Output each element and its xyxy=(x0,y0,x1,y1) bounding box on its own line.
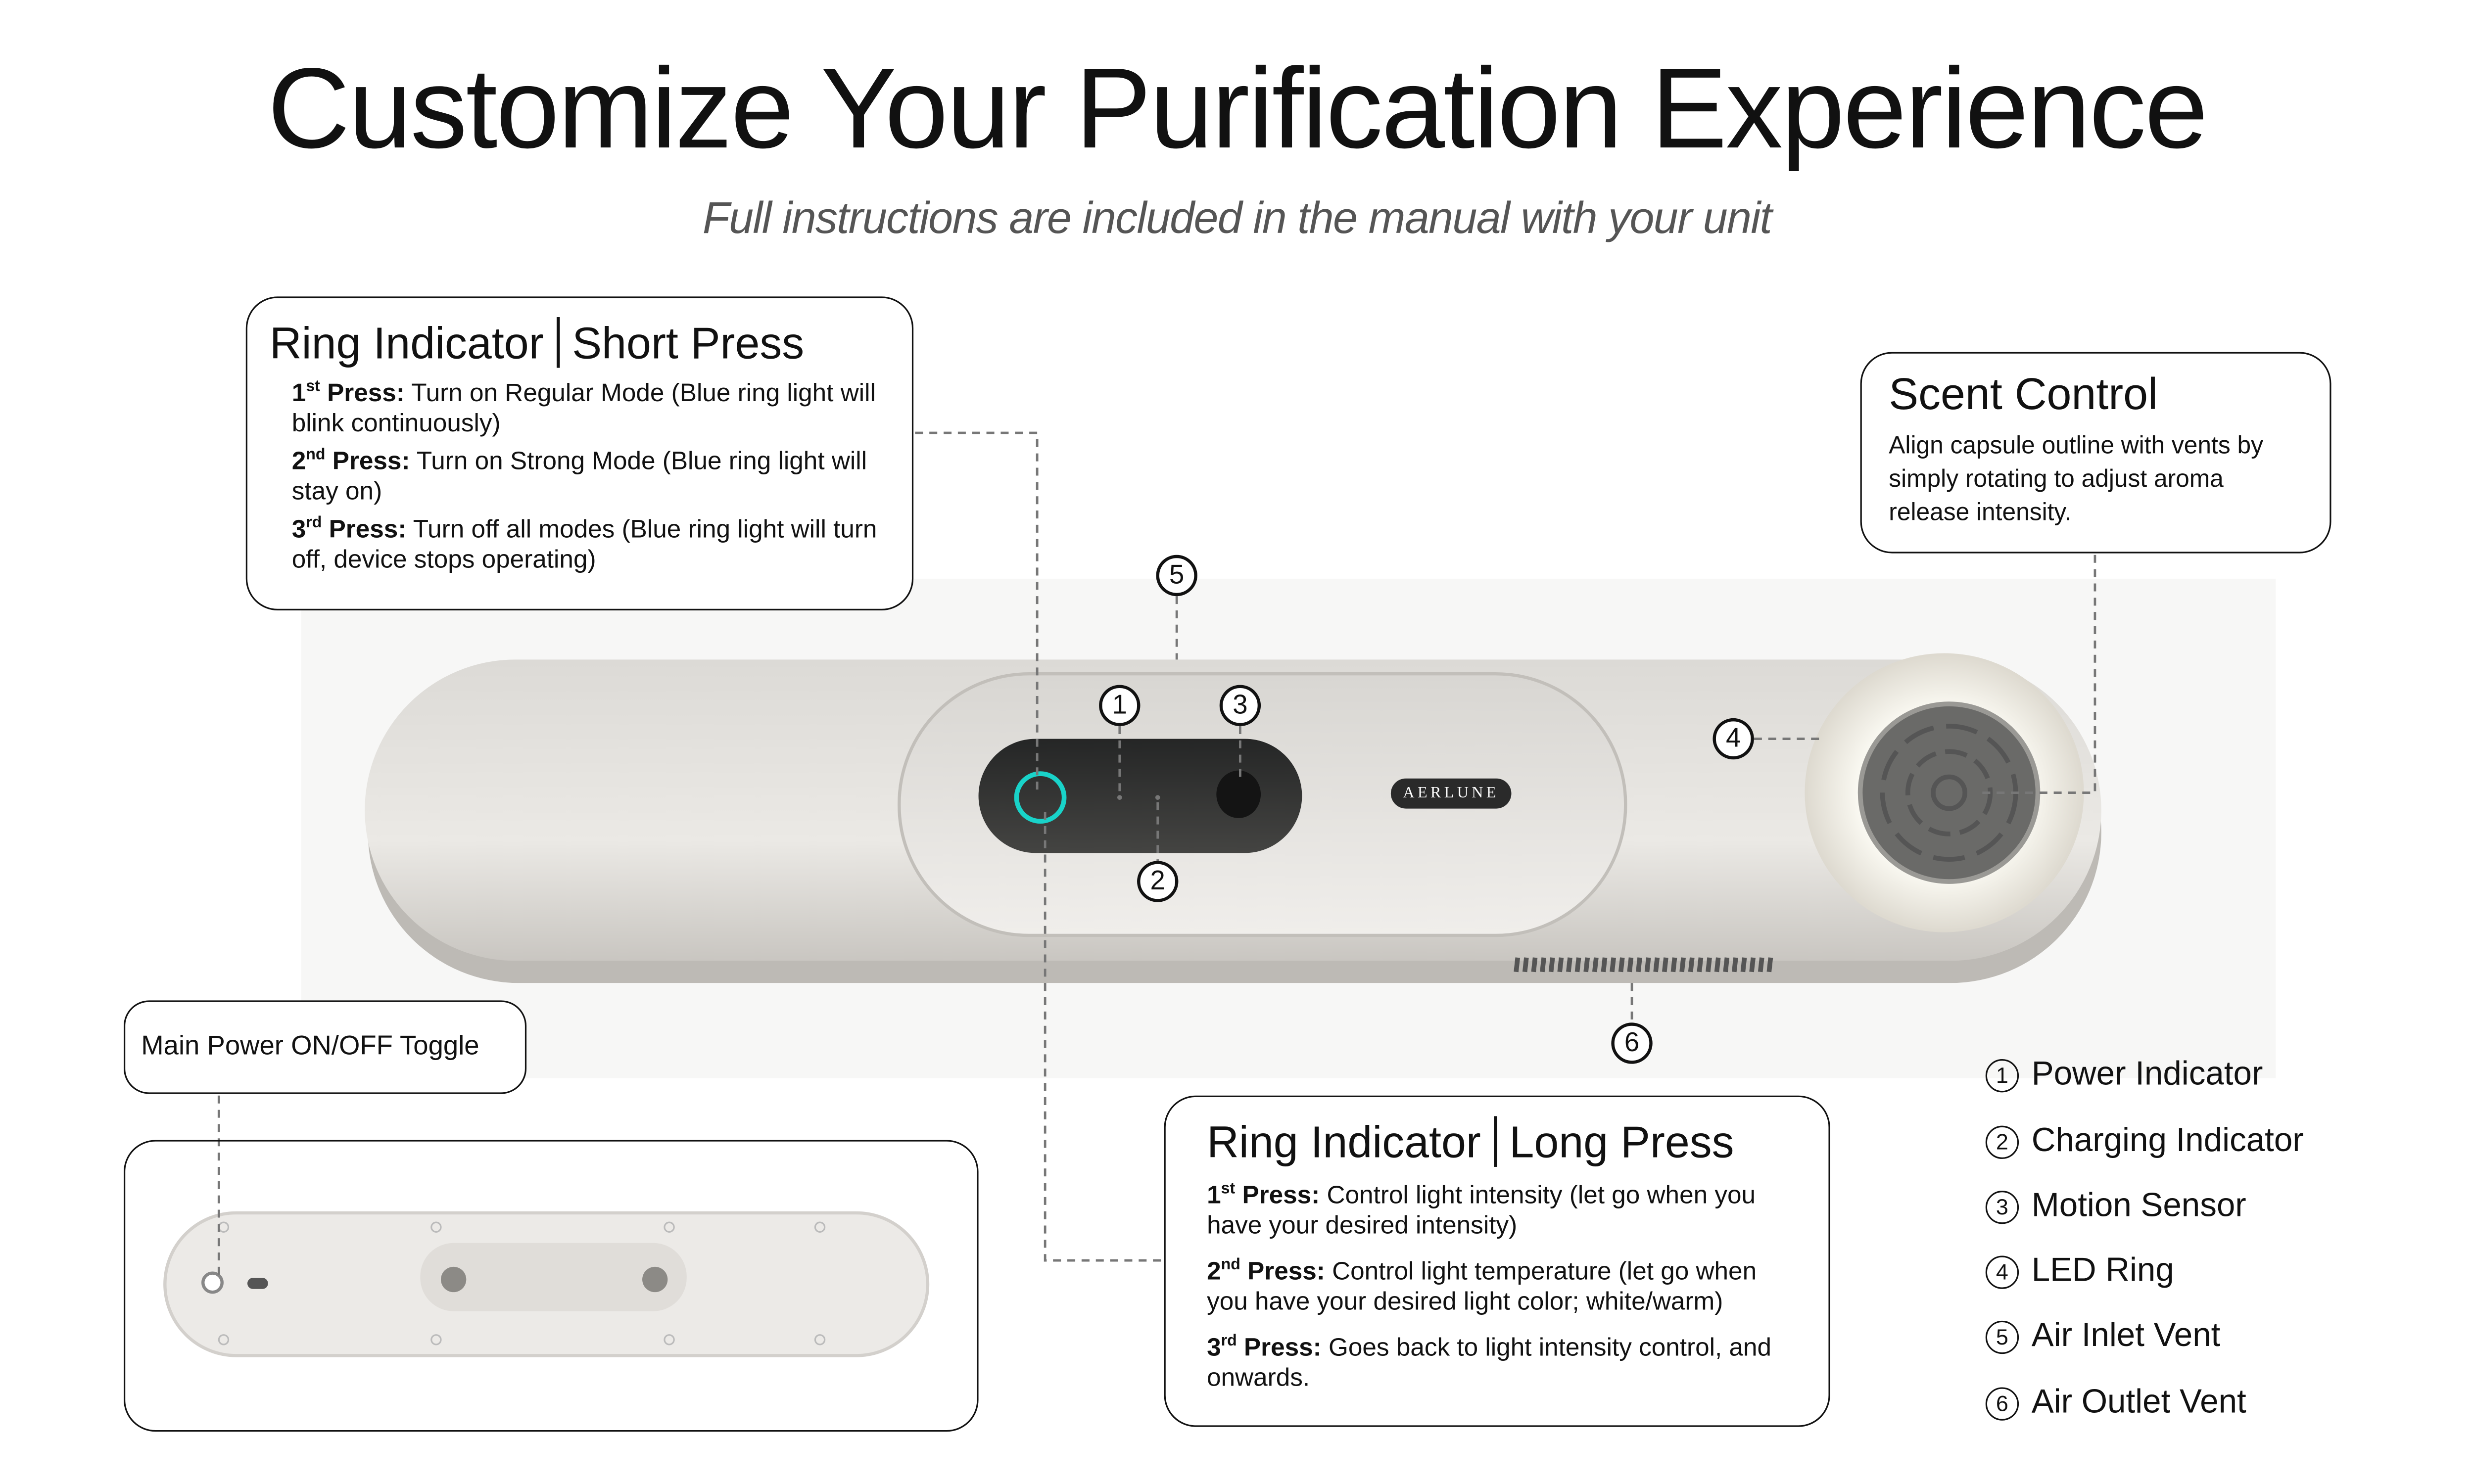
vent-slot xyxy=(1679,957,1686,973)
marker-6: 6 xyxy=(1611,1022,1653,1064)
long-press-item: 3rd Press: Goes back to light intensity … xyxy=(1207,1333,1772,1392)
vent-slot xyxy=(1636,957,1642,973)
power-toggle-switch xyxy=(201,1271,224,1294)
brand-badge xyxy=(1390,778,1512,809)
power-indicator-led xyxy=(1117,795,1122,800)
vent-slot xyxy=(1548,957,1555,973)
marker-1: 1 xyxy=(1099,685,1141,726)
vent-slot xyxy=(1653,957,1660,973)
vent-slot xyxy=(1627,957,1634,973)
bottom-view-frame xyxy=(123,1140,979,1432)
scent-control-callout: Scent Control Align capsule outline with… xyxy=(1860,352,2331,554)
page-subtitle: Full instructions are included in the ma… xyxy=(702,193,1772,243)
vent-slot xyxy=(1583,957,1590,973)
callout-title: Scent Control xyxy=(1889,369,2158,419)
scent-capsule xyxy=(1857,701,2041,884)
vent-slot xyxy=(1740,957,1747,973)
short-press-item: 3rd Press: Turn off all modes (Blue ring… xyxy=(291,514,877,574)
vent-slot xyxy=(1540,957,1546,973)
marker-4: 4 xyxy=(1713,718,1754,760)
charging-indicator-led xyxy=(1155,795,1160,800)
bottom-mount-recess xyxy=(420,1243,687,1311)
vent-slot xyxy=(1697,957,1704,973)
vent-slot xyxy=(1531,957,1538,973)
outlet-vent-slots xyxy=(1514,957,1773,973)
vent-slot xyxy=(1706,957,1712,973)
vent-slot xyxy=(1566,957,1572,973)
marker-5: 5 xyxy=(1156,555,1197,597)
short-press-item: 2nd Press: Turn on Strong Mode (Blue rin… xyxy=(291,446,867,506)
vent-slot xyxy=(1644,957,1651,973)
vent-slot xyxy=(1522,957,1529,973)
short-press-item: 1st Press: Turn on Regular Mode (Blue ri… xyxy=(291,378,876,438)
vent-slot xyxy=(1662,957,1668,973)
vent-slot xyxy=(1723,957,1730,973)
ring-indicator-button xyxy=(1014,771,1067,824)
long-press-item: 1st Press: Control light intensity (let … xyxy=(1207,1180,1756,1240)
page-title: Customize Your Purification Experience xyxy=(267,46,2208,173)
motion-sensor xyxy=(1216,770,1261,818)
vent-slot xyxy=(1749,957,1756,973)
vent-slot xyxy=(1714,957,1721,973)
control-strip xyxy=(978,739,1302,853)
vent-slot xyxy=(1610,957,1616,973)
vent-slot xyxy=(1592,957,1599,973)
brand-logo: AERLUNE xyxy=(1403,785,1499,802)
callout-text: Align capsule outline with vents by simp… xyxy=(1889,432,2263,527)
vent-slot xyxy=(1670,957,1677,973)
vent-slot xyxy=(1618,957,1625,973)
vent-slot xyxy=(1557,957,1564,973)
vent-slot xyxy=(1766,957,1773,973)
marker-2: 2 xyxy=(1137,861,1179,902)
marker-3: 3 xyxy=(1219,685,1261,726)
vent-slot xyxy=(1574,957,1581,973)
power-toggle-slider xyxy=(247,1278,268,1289)
vent-slot xyxy=(1731,957,1738,973)
vent-slot xyxy=(1688,957,1695,973)
vent-slot xyxy=(1514,957,1521,973)
vent-slot xyxy=(1601,957,1608,973)
power-toggle-callout: Main Power ON/OFF Toggle xyxy=(123,1000,527,1094)
vent-slot xyxy=(1758,957,1764,973)
long-press-item: 2nd Press: Control light temperature (le… xyxy=(1207,1256,1757,1316)
